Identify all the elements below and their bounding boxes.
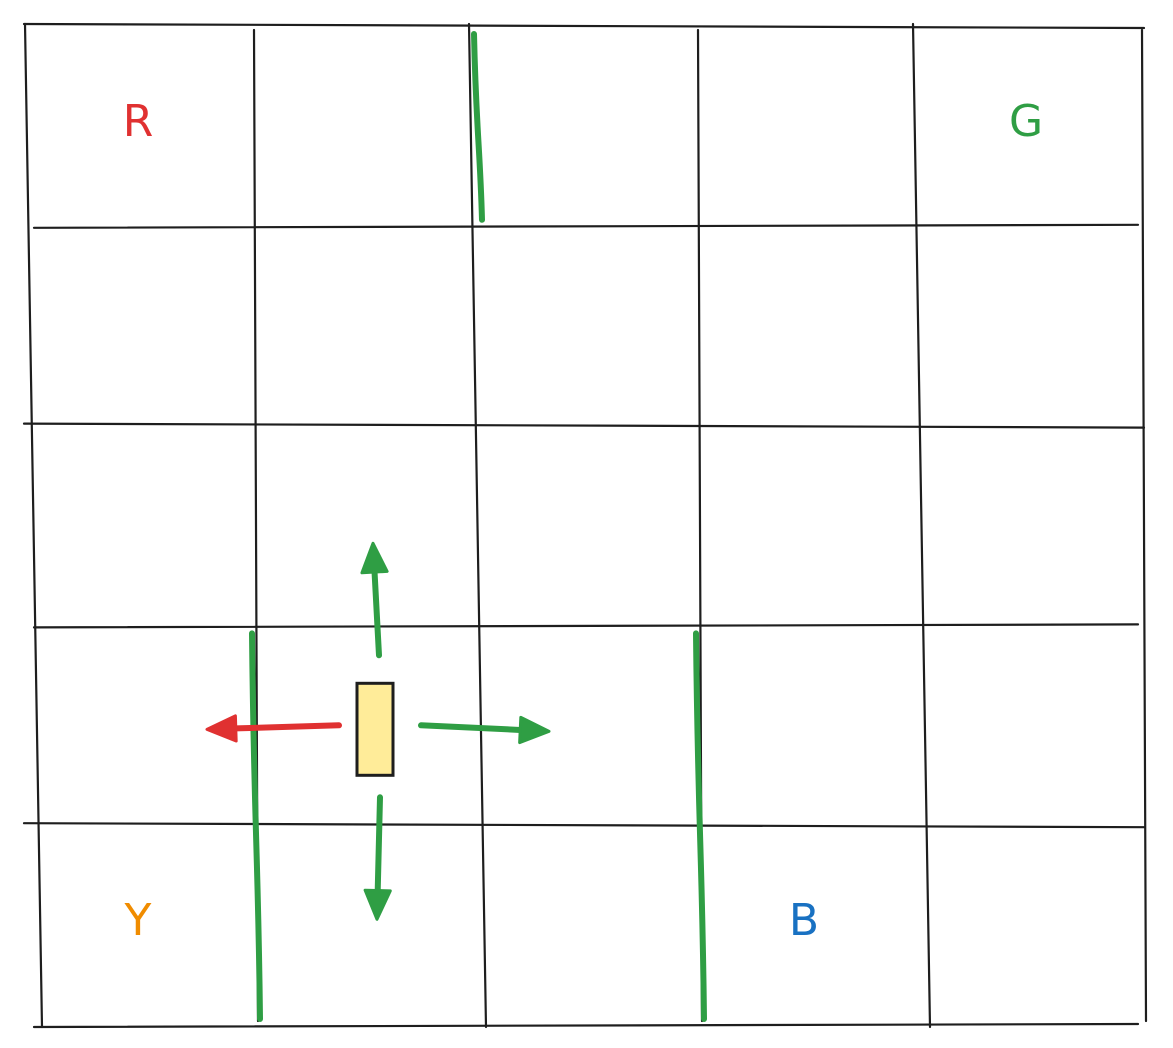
agent bbox=[355, 681, 395, 777]
grid-row-line bbox=[22, 422, 1146, 429]
wall-lower-left bbox=[249, 630, 263, 1022]
action-arrows bbox=[205, 541, 551, 921]
arrow-up-shaft bbox=[371, 569, 382, 659]
cell-label-g: G bbox=[1009, 96, 1043, 147]
agent-box bbox=[355, 681, 395, 777]
cell-label-b: B bbox=[789, 895, 819, 946]
arrow-down-shaft bbox=[374, 794, 383, 894]
grid-row-line bbox=[22, 822, 1146, 829]
wall-top bbox=[471, 31, 485, 223]
grid-col-line bbox=[467, 22, 488, 1029]
grid-col-line bbox=[1140, 28, 1148, 1023]
arrow-left-head bbox=[205, 714, 238, 743]
arrow-down bbox=[363, 794, 392, 921]
arrow-down-head bbox=[363, 888, 392, 921]
arrow-right bbox=[418, 715, 551, 745]
grid-row-line bbox=[32, 1022, 1140, 1029]
arrow-left-shaft bbox=[232, 722, 342, 732]
grid-row-line bbox=[32, 623, 1140, 629]
grid-row-line bbox=[32, 223, 1140, 229]
arrow-right-head bbox=[518, 715, 551, 745]
arrow-up-head bbox=[360, 541, 389, 575]
cell-label-y: Y bbox=[124, 895, 152, 946]
arrow-left bbox=[205, 714, 342, 743]
walls bbox=[249, 31, 707, 1022]
grid-col-line bbox=[911, 22, 932, 1029]
grid-lines bbox=[22, 22, 1148, 1029]
cell-labels: R G Y B bbox=[123, 96, 1043, 946]
grid-row-line bbox=[22, 22, 1146, 30]
wall-lower-middle bbox=[693, 630, 707, 1022]
arrow-up bbox=[360, 541, 389, 659]
cell-label-r: R bbox=[123, 96, 154, 147]
arrow-right-shaft bbox=[418, 722, 524, 733]
grid-col-line bbox=[23, 22, 44, 1029]
